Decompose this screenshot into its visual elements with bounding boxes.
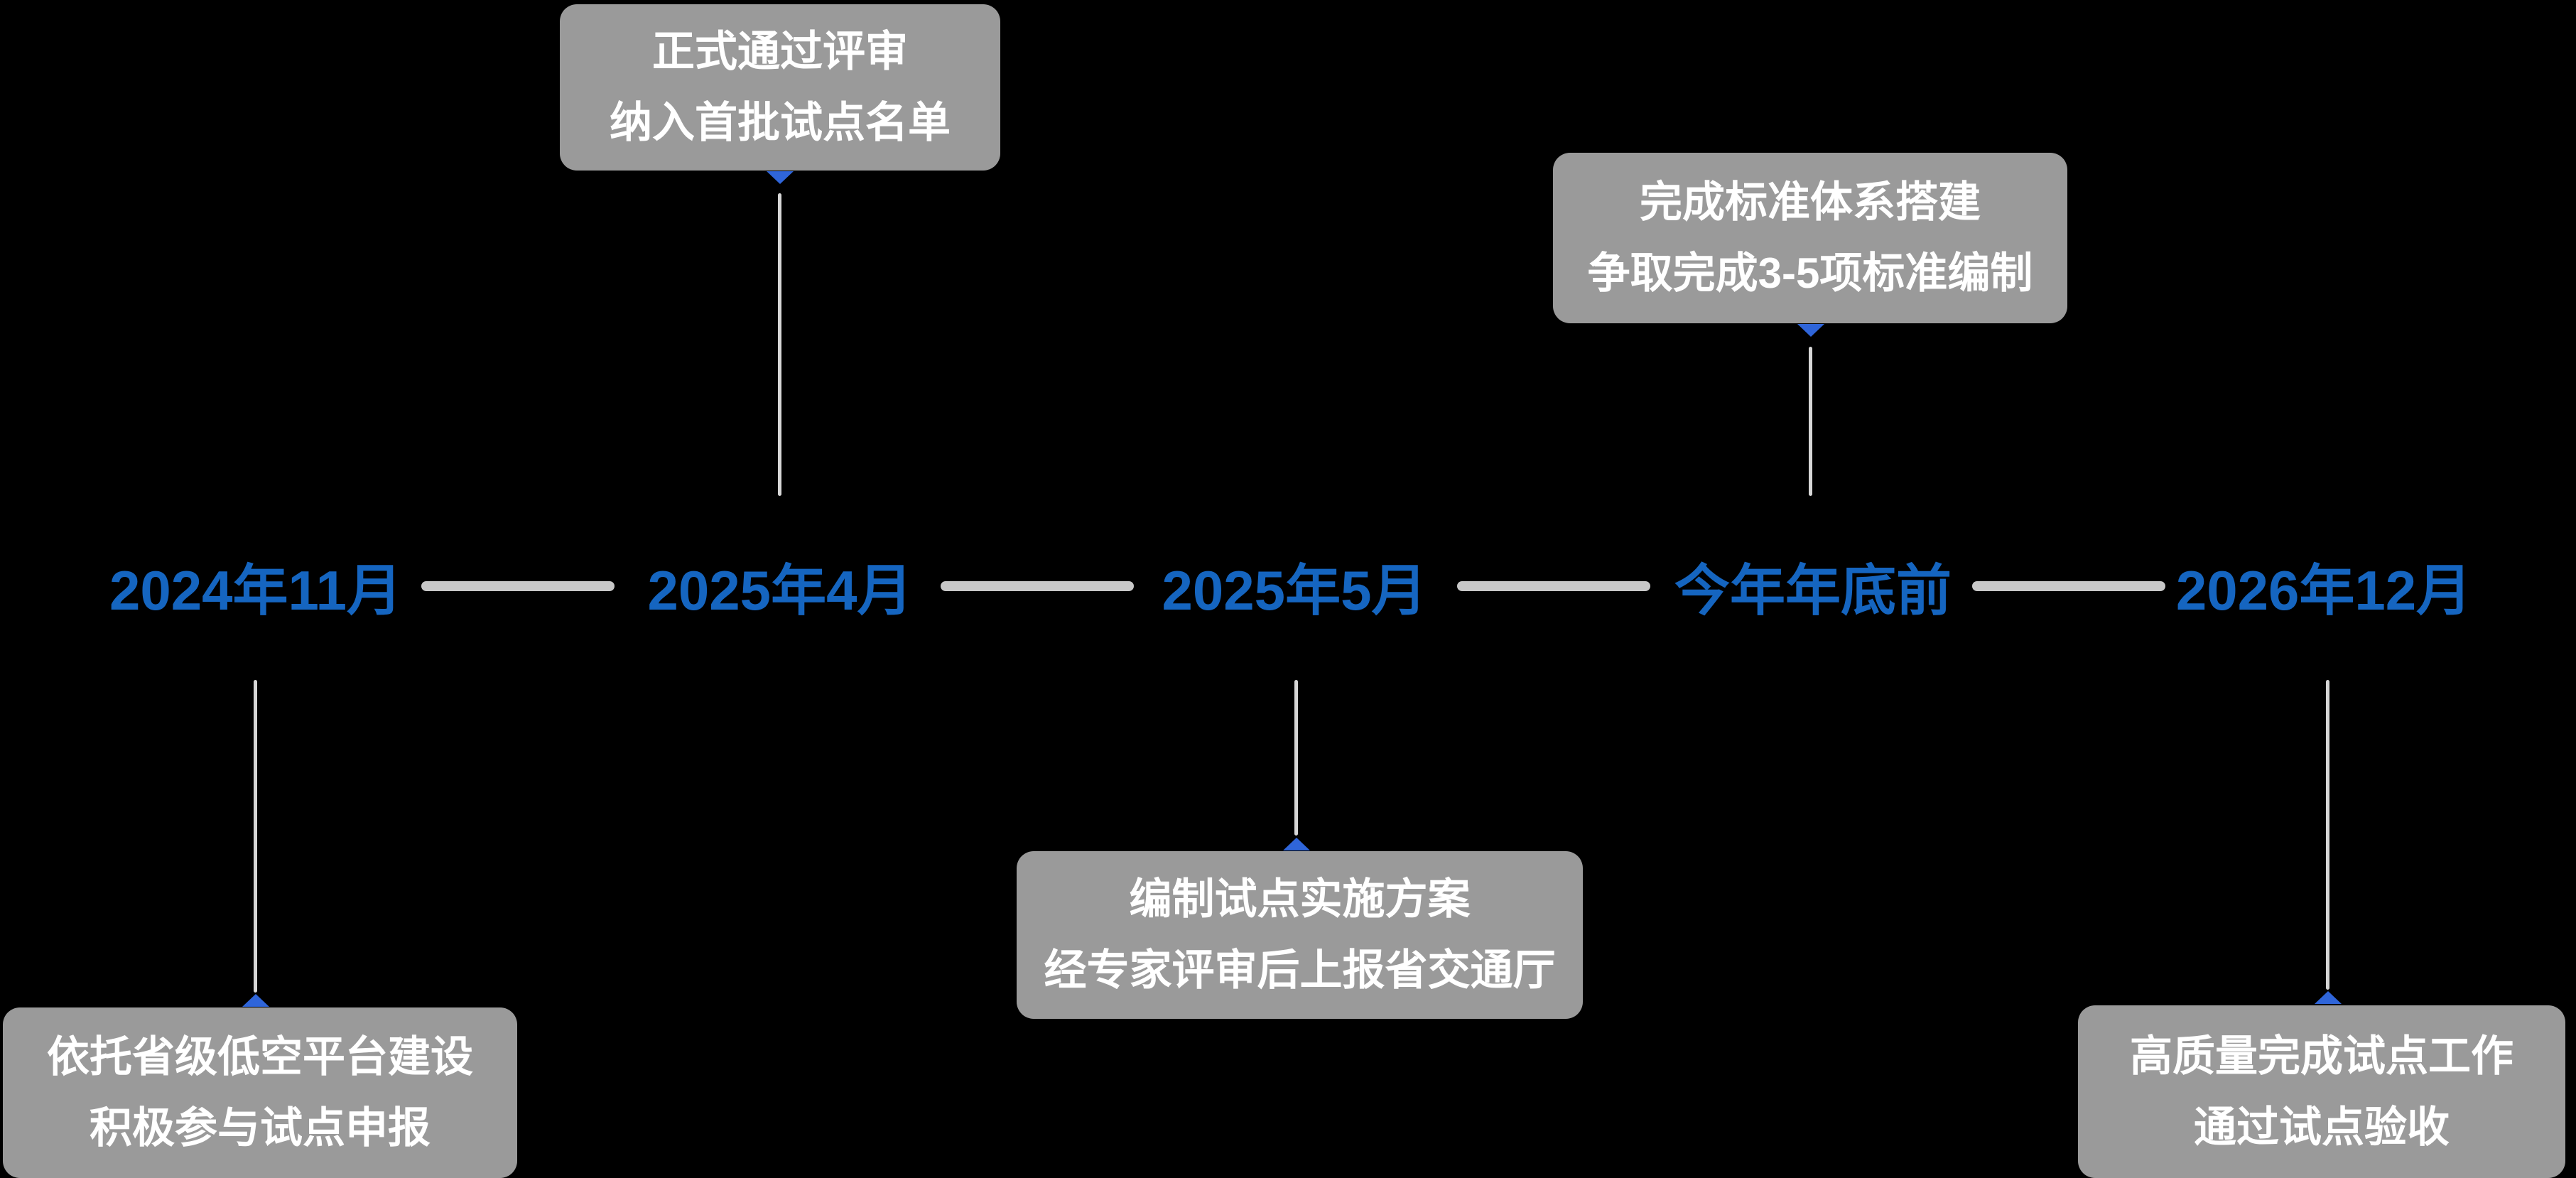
milestone-1-text-line-1: 依托省级低空平台建设 xyxy=(47,1033,473,1081)
milestone-5-text-line-2: 通过试点验收 xyxy=(2194,1103,2450,1151)
connector-line-3 xyxy=(1294,680,1298,836)
connector-line-2 xyxy=(778,193,781,496)
arrow-up-icon xyxy=(242,994,269,1007)
milestone-2-text-line-2: 纳入首批试点名单 xyxy=(610,99,951,146)
timeline-dash-4 xyxy=(1972,581,2165,591)
milestone-box-5: 高质量完成试点工作 通过试点验收 xyxy=(2078,1005,2565,1178)
timeline-dash-2 xyxy=(941,581,1134,591)
milestone-date-1: 2024年11月 xyxy=(109,559,402,622)
arrow-down-icon xyxy=(1797,324,1824,337)
milestone-2-text-line-1: 正式通过评审 xyxy=(652,28,908,75)
arrow-up-icon xyxy=(1283,838,1310,850)
connector-line-1 xyxy=(254,680,257,993)
milestone-5-text-line-1: 高质量完成试点工作 xyxy=(2130,1032,2513,1080)
milestone-box-3: 编制试点实施方案 经专家评审后上报省交通厅 xyxy=(1017,851,1583,1019)
milestone-date-5: 2026年12月 xyxy=(2175,559,2472,622)
milestone-4-text-line-2: 争取完成3-5项标准编制 xyxy=(1587,249,2033,297)
arrow-down-icon xyxy=(767,171,794,184)
milestone-box-1: 依托省级低空平台建设 积极参与试点申报 xyxy=(3,1007,517,1178)
milestone-date-4: 今年年底前 xyxy=(1674,559,1952,622)
connector-line-5 xyxy=(2326,680,2329,990)
connector-line-4 xyxy=(1809,347,1812,496)
milestone-date-3: 2025年5月 xyxy=(1162,559,1427,622)
milestone-box-4: 完成标准体系搭建 争取完成3-5项标准编制 xyxy=(1553,153,2067,323)
milestone-4-text-line-1: 完成标准体系搭建 xyxy=(1640,178,1981,226)
milestone-date-2: 2025年4月 xyxy=(647,559,913,622)
timeline-dash-1 xyxy=(421,581,615,591)
milestone-3-text-line-2: 经专家评审后上报省交通厅 xyxy=(1044,946,1556,994)
arrow-up-icon xyxy=(2315,991,2342,1004)
milestone-1-text-line-2: 积极参与试点申报 xyxy=(90,1104,431,1152)
milestone-box-2: 正式通过评审 纳入首批试点名单 xyxy=(560,4,1000,171)
timeline-dash-3 xyxy=(1457,581,1650,591)
milestone-3-text-line-1: 编制试点实施方案 xyxy=(1129,875,1471,923)
